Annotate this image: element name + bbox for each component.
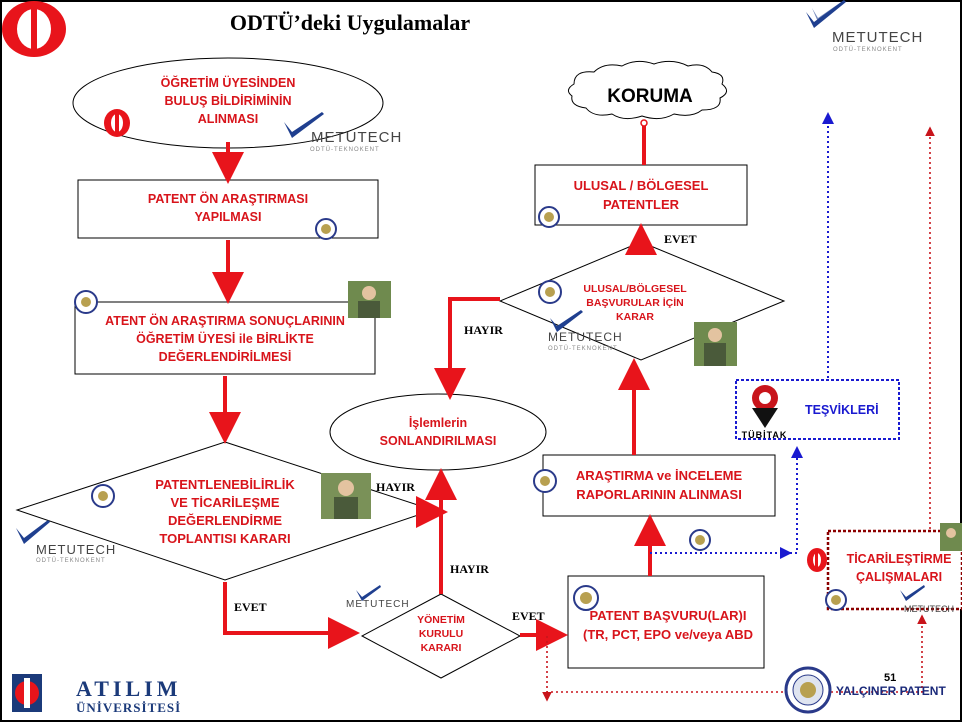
atilim-wordmark: ATILIM — [76, 676, 182, 701]
node-basvuru-shape — [567, 575, 765, 669]
odtu-logo-ticari — [807, 548, 827, 572]
metutech-sub-toplanti: ODTÜ-TEKNOKENT — [36, 558, 106, 564]
page-number: 51 — [884, 672, 897, 684]
node-degerlendirme-label: ATENT ÖN ARAŞTIRMA SONUÇLARININ ÖĞRETİM … — [105, 314, 345, 364]
node-ulusal-karar-label: ULUSAL/BÖLGESEL BAŞVURULAR İÇİN KARAR — [583, 283, 687, 323]
yalciner-badge-degerlendirme — [74, 290, 98, 314]
metutech-checkmark-yonetim — [356, 585, 381, 601]
arrow-toplanti-evet — [223, 582, 360, 649]
metutech-sub-topright: ODTÜ-TEKNOKENT — [833, 47, 903, 53]
metutech-wordmark-toplanti: METUTECH — [36, 542, 117, 557]
yalciner-badge-ticari — [825, 589, 847, 611]
node-yonetim-label: YÖNETİM KURULU KARARI — [417, 614, 465, 654]
person-photo-degerlendirme — [348, 281, 391, 318]
yalciner-badge-toplanti — [91, 484, 115, 508]
yalciner-logo-bottom — [784, 666, 832, 714]
node-ulusal-patentler-label: ULUSAL / BÖLGESEL PATENTLER — [573, 178, 709, 212]
slide-title: ODTÜ’deki Uygulamalar — [229, 10, 471, 35]
person-photo-ticari — [940, 523, 962, 551]
node-sonlandirma-label: İşlemlerin SONLANDIRILMASI — [379, 416, 497, 448]
arrow-ulusal-karar-hayir — [434, 297, 500, 400]
edge-label-hayir-yonetim: HAYIR — [450, 562, 489, 576]
yalciner-badge-blue-line — [689, 529, 711, 551]
node-koruma-label: KORUMA — [607, 86, 693, 107]
yalciner-badge-ulusal-patentler — [538, 206, 560, 228]
node-raporlar-shape — [542, 454, 776, 517]
atilim-logo — [12, 674, 42, 712]
node-tesvikleri-label: TEŞVİKLERİ — [805, 403, 879, 417]
edge-label-evet-yonetim: EVET — [512, 609, 545, 623]
metutech-sub-ulusal: ODTÜ-TEKNOKENT — [548, 346, 618, 352]
metutech-wordmark-bildirim: METUTECH — [311, 129, 403, 146]
metutech-wordmark-yonetim: METUTECH — [346, 599, 410, 610]
arrow-basvuru-to-tesvik — [650, 446, 803, 554]
edge-label-hayir-ulusal: HAYIR — [464, 323, 503, 337]
metutech-checkmark-ticari — [900, 585, 925, 601]
metutech-wordmark-topright: METUTECH — [832, 29, 924, 46]
node-ticari-shape — [826, 529, 962, 611]
yalciner-wordmark: YALÇINER PATENT — [836, 684, 946, 698]
edge-label-evet-toplanti: EVET — [234, 600, 267, 614]
metutech-sub-bildirim: ODTÜ-TEKNOKENT — [310, 147, 380, 153]
odtu-logo-node — [104, 109, 130, 137]
node-koruma-cloud — [568, 60, 727, 120]
koruma-connector-dot — [640, 119, 648, 127]
tubitak-logo — [741, 383, 788, 437]
metutech-wordmark-ulusal: METUTECH — [548, 330, 623, 344]
yalciner-badge-raporlar — [533, 469, 557, 493]
node-bildirim-label: ÖĞRETİM ÜYESİNDEN BULUŞ BİLDİRİMİNİN ALI… — [160, 76, 296, 126]
node-ulusal-patentler-shape — [534, 164, 748, 226]
node-raporlar-label: ARAŞTIRMA ve İNCELEME RAPORLARININ ALINM… — [575, 468, 743, 502]
edge-label-evet-ulusal: EVET — [664, 232, 697, 246]
metutech-checkmark-ulusal — [550, 310, 583, 332]
metutech-checkmark-bildirim — [284, 112, 324, 138]
person-photo-ulusal — [694, 322, 737, 366]
atilim-subtitle: ÜNİVERSİTESİ — [76, 700, 182, 715]
node-on-arastirma-label: PATENT ÖN ARAŞTIRMASI YAPILMASI — [147, 192, 309, 224]
odtu-logo-topleft — [2, 1, 66, 57]
node-ticari-label: TİCARİLEŞTİRME ÇALIŞMALARI — [846, 552, 952, 584]
tubitak-wordmark: TÜBİTAK — [741, 430, 788, 440]
yalciner-badge-ulusal-karar — [538, 280, 562, 304]
metutech-checkmark-topright — [806, 0, 846, 28]
yalciner-badge-basvuru — [573, 585, 599, 611]
metutech-checkmark-toplanti — [16, 520, 50, 544]
metutech-wordmark-ticari: METUTECH — [904, 604, 954, 614]
node-toplanti-label: PATENTLENEBİLİRLİK VE TİCARİLEŞME DEĞERL… — [155, 477, 295, 546]
node-yonetim-shape — [360, 593, 522, 679]
node-basvuru-label: PATENT BAŞVURU(LAR)I (TR, PCT, EPO ve/ve… — [582, 608, 753, 642]
person-photo-toplanti — [321, 473, 371, 519]
edge-label-hayir-toplanti: HAYIR — [376, 480, 415, 494]
yalciner-badge-onarastirma — [315, 218, 337, 240]
